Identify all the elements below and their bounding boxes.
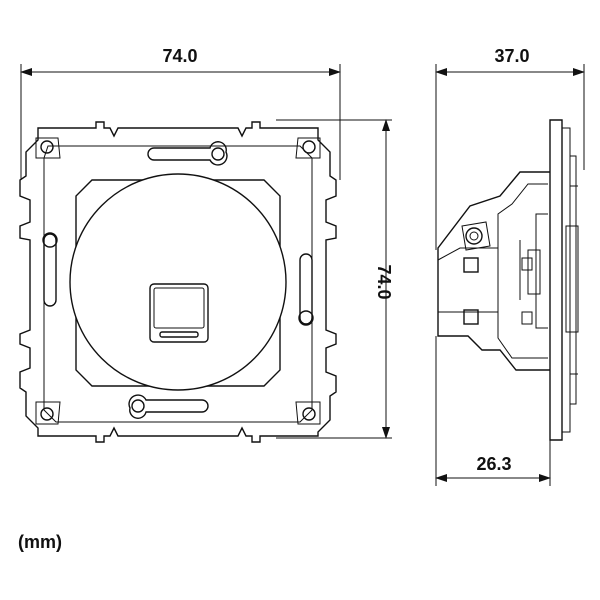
dimension-side-depth: 37.0 [435,46,585,250]
dimension-front-height: 74.0 [276,119,394,439]
front-width-label: 74.0 [162,46,197,66]
side-flange [549,119,563,441]
dimension-front-width: 74.0 [20,46,341,180]
side-body [437,171,550,371]
mounting-plate-outline [19,121,337,443]
dimension-side-rear-depth: 26.3 [435,336,551,486]
front-view [19,121,337,443]
data-port [149,283,209,343]
keyhole-slots [42,141,314,419]
cover-disc [69,173,287,391]
side-rear-depth-label: 26.3 [476,454,511,474]
front-height-label: 74.0 [374,264,394,299]
corner-holes [35,137,321,425]
side-depth-label: 37.0 [494,46,529,66]
side-screw [465,227,483,245]
unit-label: (mm) [18,532,62,552]
side-view [437,119,579,441]
